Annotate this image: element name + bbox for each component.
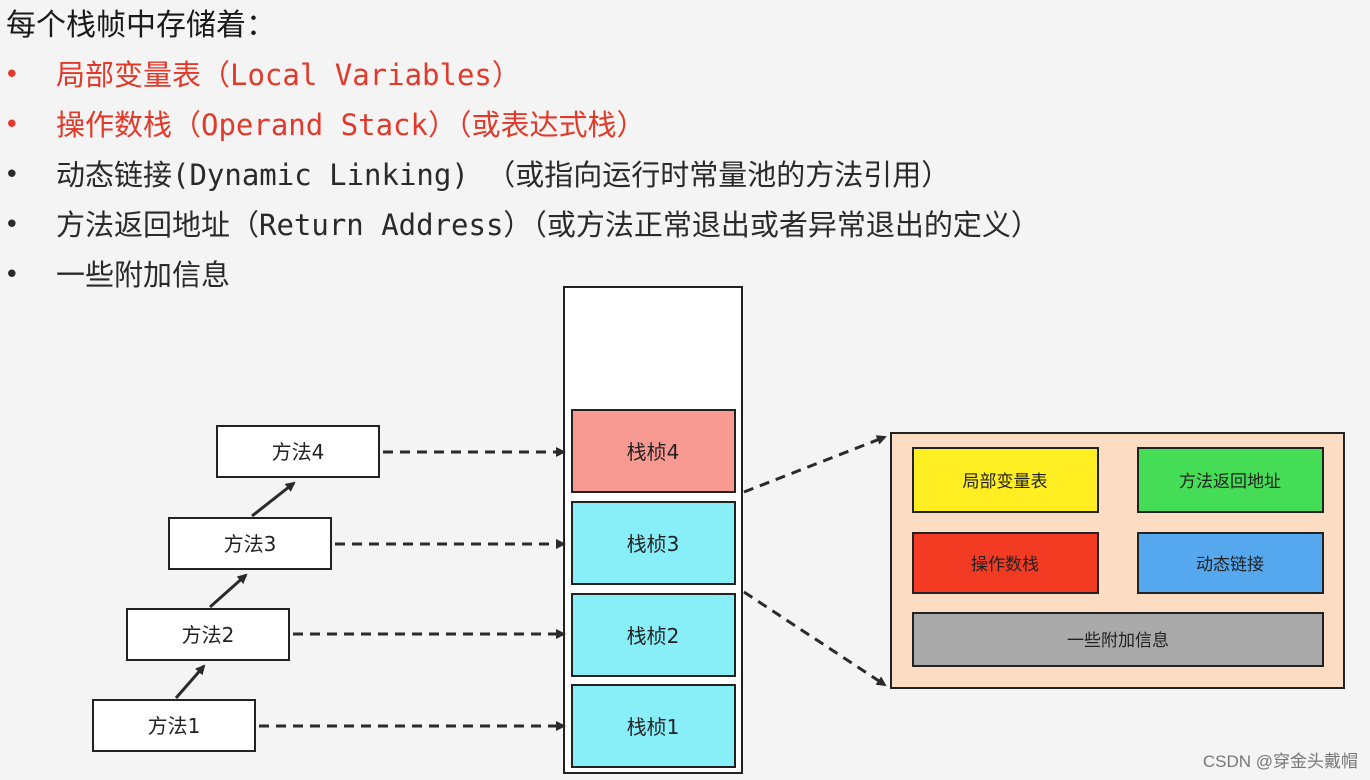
method-4-box (216, 425, 380, 478)
stack-frame-2-label: 栈桢2 (627, 624, 680, 648)
bullet-text: 操作数栈（Operand Stack）（或表达式栈） (56, 108, 646, 142)
local-variables-label: 局部变量表 (963, 472, 1048, 492)
stack-frame-4-label: 栈桢4 (627, 440, 680, 464)
stack-frame-1-box (571, 684, 736, 768)
method-1-box (92, 699, 256, 752)
bullet-text: 一些附加信息 (56, 258, 231, 292)
call-arrow-3-to-4 (251, 481, 296, 518)
extra-info-label: 一些附加信息 (1067, 631, 1169, 651)
method-3-box (168, 517, 332, 570)
stack-frame-1: 栈桢1 (571, 684, 736, 768)
page-heading: 每个栈帧中存储着： (6, 8, 276, 43)
bullet-dot: • (4, 210, 20, 240)
stack-frame-2: 栈桢2 (571, 593, 736, 677)
operand-stack-box (912, 532, 1099, 594)
call-arrow-1-to-2 (174, 664, 206, 699)
dynamic-linking-box (1137, 532, 1324, 594)
bullet-text: 方法返回地址（Return Address）（或方法正常退出或者异常退出的定义） (56, 208, 1040, 242)
local-variables-box (912, 447, 1099, 513)
method-2-box (126, 608, 290, 661)
bullet-dot: • (4, 60, 20, 90)
bullet-dot: • (4, 160, 20, 190)
bullet-dot: • (4, 110, 20, 140)
zoom-line-bottom (743, 590, 887, 687)
frame-detail-panel: 局部变量表 方法返回地址 操作数栈 动态链接 一些附加信息 (890, 432, 1345, 689)
stack-frame-4: 栈桢4 (571, 409, 736, 493)
stack-frame-3-box (571, 501, 736, 585)
bullet-text: 动态链接(Dynamic Linking) （或指向运行时常量池的方法引用） (56, 158, 951, 192)
bullet-text: 局部变量表（Local Variables） (56, 58, 521, 92)
method-2: 方法2 (126, 608, 290, 661)
method-1-label: 方法1 (148, 714, 201, 738)
extra-info-box (912, 612, 1324, 667)
stack-frame-3: 栈桢3 (571, 501, 736, 585)
method-3-label: 方法3 (224, 532, 277, 556)
method-2-label: 方法2 (182, 623, 235, 647)
zoom-line-top (743, 435, 887, 494)
return-address-box (1137, 447, 1324, 513)
watermark: CSDN @穿金头戴帽 (1202, 752, 1358, 771)
stack-frame-2-box (571, 593, 736, 677)
stack-frame-3-label: 栈桢3 (627, 532, 680, 556)
operand-stack-label: 操作数栈 (971, 555, 1039, 575)
bullet-dot: • (4, 260, 20, 290)
dynamic-linking-label: 动态链接 (1196, 555, 1264, 575)
return-address-label: 方法返回地址 (1179, 472, 1281, 492)
method-1: 方法1 (92, 699, 256, 752)
call-arrow-2-to-3 (209, 573, 248, 609)
stack-frame-4-box (571, 409, 736, 493)
stack-frame-1-label: 栈桢1 (627, 715, 680, 739)
method-4-label: 方法4 (272, 440, 325, 464)
method-4: 方法4 (216, 425, 380, 478)
method-3: 方法3 (168, 517, 332, 570)
